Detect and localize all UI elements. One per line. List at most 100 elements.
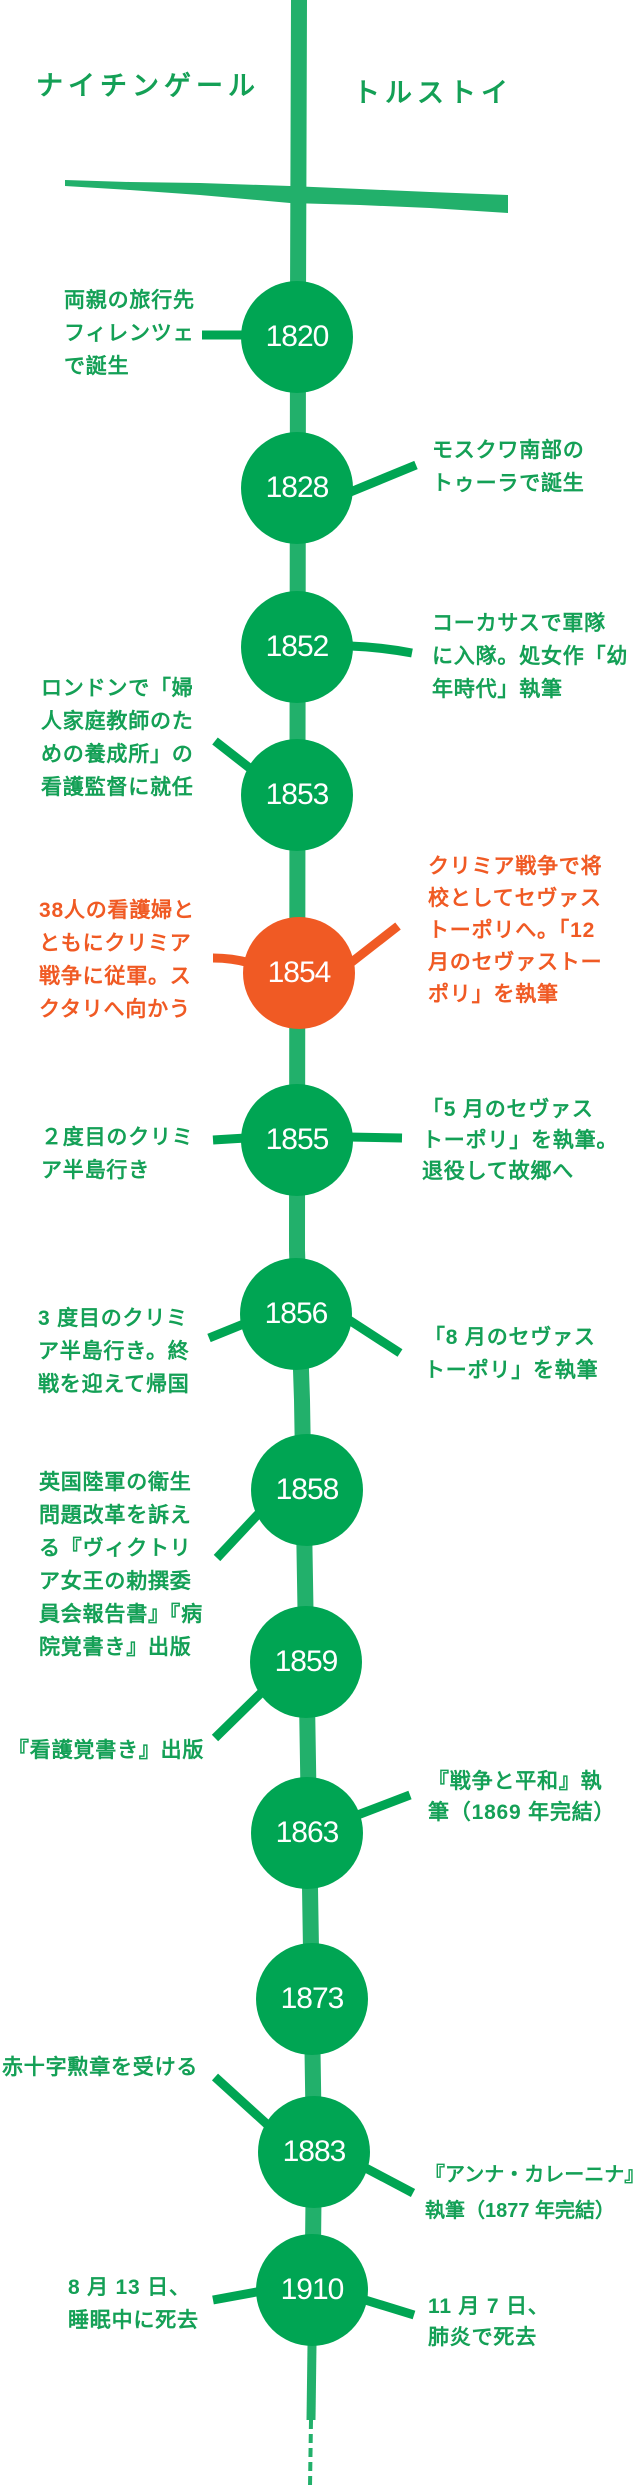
note-line: トゥーラで誕生 [432, 472, 585, 495]
year-node-1852: 1852 [241, 591, 353, 703]
header-tolstoy: トルストイ [353, 78, 513, 108]
note-line: ア半島行き。終 [38, 1340, 190, 1363]
note-1855-tolstoy: 「5 月のセヴァス トーポリ」を執筆。 退役して故郷へ [422, 1094, 618, 1187]
note-line: 8 月 13 日、 [68, 2276, 191, 2299]
note-1883-nightingale: 赤十字勲章を受ける [2, 2051, 198, 2084]
year-label: 1859 [274, 1645, 339, 1678]
note-line: 問題改革を訴え [39, 1504, 192, 1527]
note-line: 英国陸軍の衛生 [39, 1471, 192, 1494]
note-1863-tolstoy: 『戦争と平和』執 筆（1869 年完結） [428, 1766, 615, 1828]
connector-1855-nightingale [212, 1133, 247, 1145]
note-1852-tolstoy: コーカサスで軍隊 に入隊。処女作「幼 年時代」執筆 [432, 607, 628, 706]
note-line: ２度目のクリミ [41, 1126, 194, 1149]
note-line: に入隊。処女作「幼 [432, 645, 629, 668]
year-label: 1854 [267, 956, 332, 989]
note-line: コーカサスで軍隊 [432, 612, 606, 635]
note-line: 校としてセヴァス [428, 887, 602, 910]
header-divider-stroke [65, 180, 508, 213]
year-label: 1910 [280, 2273, 345, 2306]
year-node-1854-highlight: 1854 [243, 917, 355, 1029]
note-line: トーポリ」を執筆。 [422, 1129, 619, 1152]
note-line: 『看護覚書き』出版 [8, 1739, 205, 1762]
note-line: 員会報告書』『病 [39, 1603, 203, 1626]
year-node-1855: 1855 [241, 1084, 353, 1196]
note-line: で誕生 [64, 355, 130, 378]
year-label: 1873 [280, 1982, 345, 2015]
note-line: 筆（1869 年完結） [428, 1801, 616, 1824]
year-node-1863: 1863 [251, 1777, 363, 1889]
note-line: クリミア戦争で将 [428, 855, 603, 878]
year-node-1910: 1910 [256, 2234, 368, 2346]
year-label: 1858 [275, 1473, 340, 1506]
note-line: 執筆（1877 年完結） [425, 2200, 616, 2222]
connector-1910-tolstoy [360, 2294, 416, 2320]
year-node-1853: 1853 [241, 739, 353, 851]
note-line: トーポリへ。「12 [428, 919, 596, 942]
year-label: 1863 [275, 1816, 340, 1849]
connector-1855-tolstoy [347, 1132, 403, 1143]
year-node-1859: 1859 [250, 1606, 362, 1718]
note-line: 『アンナ・カレーニナ』 [425, 2164, 641, 2186]
connector-1859-nightingale [211, 1686, 268, 1742]
note-line: 院覚書き』出版 [39, 1636, 192, 1659]
note-1910-tolstoy: 11 月 7 日、 肺炎で死去 [428, 2291, 550, 2353]
note-line: フィレンツェ [64, 322, 195, 345]
note-1883-tolstoy: 『アンナ・カレーニナ』 執筆（1877 年完結） [425, 2157, 641, 2229]
timeline-spine-tail [306, 2344, 317, 2421]
note-line: 「5 月のセヴァス [422, 1098, 594, 1121]
note-line: 戦を迎えて帰国 [38, 1373, 190, 1396]
note-line: クタリへ向かう [39, 998, 191, 1021]
note-line: 38人の看護婦と [39, 899, 195, 922]
connector-1883-nightingale [211, 2073, 274, 2131]
year-label: 1853 [265, 778, 330, 811]
note-1820-nightingale: 両親の旅行先 フィレンツェ で誕生 [64, 284, 195, 383]
year-node-1858: 1858 [251, 1434, 363, 1546]
note-line: 11 月 7 日、 [428, 2295, 550, 2318]
note-line: ともにクリミア [39, 932, 192, 955]
note-line: 看護監督に就任 [41, 776, 194, 799]
year-node-1883: 1883 [258, 2096, 370, 2208]
note-line: 「8 月のセヴァス [424, 1326, 596, 1349]
connector-1854-tolstoy [345, 922, 401, 969]
connector-1856-tolstoy [343, 1314, 403, 1357]
connector-1856-nightingale [207, 1318, 248, 1343]
timeline-spine-tail-fade [308, 2419, 313, 2487]
note-line: モスクワ南部の [432, 439, 585, 462]
note-1854-nightingale: 38人の看護婦と ともにクリミア 戦争に従軍。ス クタリへ向かう [39, 894, 195, 1026]
note-line: 戦争に従軍。ス [39, 965, 192, 988]
note-line: トーポリ」を執筆 [424, 1359, 599, 1382]
note-line: ポリ」を執筆 [428, 983, 559, 1006]
note-1855-nightingale: ２度目のクリミ ア半島行き [41, 1121, 194, 1187]
note-1853-nightingale: ロンドンで「婦 人家庭教師のた めの養成所」の 看護監督に就任 [41, 672, 194, 804]
note-1910-nightingale: 8 月 13 日、 睡眠中に死去 [68, 2271, 199, 2337]
connector-1883-tolstoy [357, 2161, 416, 2197]
note-1856-tolstoy: 「8 月のセヴァス トーポリ」を執筆 [424, 1321, 598, 1387]
note-1859-nightingale: 『看護覚書き』出版 [8, 1734, 204, 1767]
note-line: 両親の旅行先 [64, 289, 195, 312]
note-1858-nightingale: 英国陸軍の衛生 問題改革を訴え る『ヴィクトリ ア女王の勅撰委 員会報告書』『病… [39, 1466, 203, 1664]
year-node-1873: 1873 [256, 1943, 368, 2055]
note-line: 『戦争と平和』執 [428, 1770, 603, 1793]
note-line: 赤十字勲章を受ける [2, 2056, 199, 2079]
note-line: ロンドンで「婦 [41, 677, 194, 700]
year-label: 1820 [265, 320, 330, 353]
note-1828-tolstoy: モスクワ南部の トゥーラで誕生 [432, 434, 585, 500]
note-1856-nightingale: 3 度目のクリミ ア半島行き。終 戦を迎えて帰国 [38, 1302, 190, 1401]
connector-1910-nightingale [212, 2286, 263, 2305]
connector-1858-nightingale [213, 1506, 266, 1562]
note-line: 月のセヴァストー [428, 951, 603, 974]
year-label: 1828 [265, 471, 330, 504]
year-label: 1852 [265, 630, 330, 663]
year-node-1820: 1820 [241, 281, 353, 393]
year-node-1828: 1828 [241, 432, 353, 544]
note-line: る『ヴィクトリ [39, 1537, 192, 1560]
note-line: めの養成所」の [41, 743, 194, 766]
year-label: 1856 [264, 1297, 329, 1330]
note-line: 人家庭教師のた [41, 710, 194, 733]
note-1854-tolstoy: クリミア戦争で将 校としてセヴァス トーポリへ。「12 月のセヴァストー ポリ」… [428, 851, 602, 1011]
connector-1852-tolstoy [349, 641, 413, 658]
year-label: 1883 [282, 2135, 347, 2168]
note-line: ア女王の勅撰委 [39, 1570, 192, 1593]
connector-1863-tolstoy [353, 1790, 412, 1821]
